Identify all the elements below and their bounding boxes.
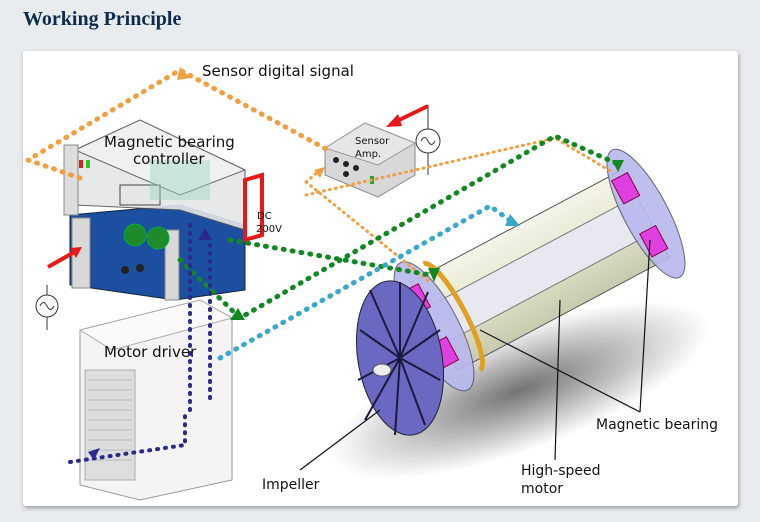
arrow-icon bbox=[230, 308, 245, 320]
arrow-icon bbox=[88, 448, 100, 460]
arrow-icon bbox=[198, 228, 212, 240]
dc-label-line2: 200V bbox=[256, 224, 282, 235]
sensor-amp bbox=[323, 122, 417, 198]
high-speed-motor-label-line2: motor bbox=[521, 481, 563, 497]
arrow-icon bbox=[177, 67, 190, 80]
impeller-label: Impeller bbox=[262, 477, 320, 493]
high-speed-motor-label-line1: High-speed bbox=[521, 463, 601, 479]
arrow-icon bbox=[505, 214, 520, 226]
ac-source-icon bbox=[386, 104, 441, 175]
sensor-digital-signal-label: Sensor digital signal bbox=[202, 62, 354, 80]
arrow-icon bbox=[314, 167, 325, 178]
rotor-assembly bbox=[330, 148, 710, 479]
controller-label-line1: Magnetic bearing bbox=[104, 133, 235, 151]
sensor-analog-line bbox=[304, 136, 614, 284]
motor-driver-label: Motor driver bbox=[104, 343, 197, 361]
page-title: Working Principle bbox=[23, 8, 182, 30]
sensor-amp-label-line2: Amp. bbox=[355, 149, 381, 160]
motor-driver bbox=[78, 299, 234, 501]
control-signal-line bbox=[177, 133, 623, 322]
arrow-icon bbox=[428, 268, 440, 282]
dc-label-line1: DC bbox=[257, 211, 272, 222]
sensor-digital-signal-line bbox=[22, 67, 331, 181]
leader-lines bbox=[299, 239, 651, 471]
controller-label-line2: controller bbox=[133, 150, 205, 168]
power-line bbox=[68, 223, 212, 464]
ac-source-icon bbox=[35, 247, 82, 330]
sensor-amp-label-line1: Sensor bbox=[355, 136, 390, 147]
arrow-icon bbox=[612, 160, 624, 172]
magnetic-bearing-label: Magnetic bearing bbox=[596, 417, 718, 433]
